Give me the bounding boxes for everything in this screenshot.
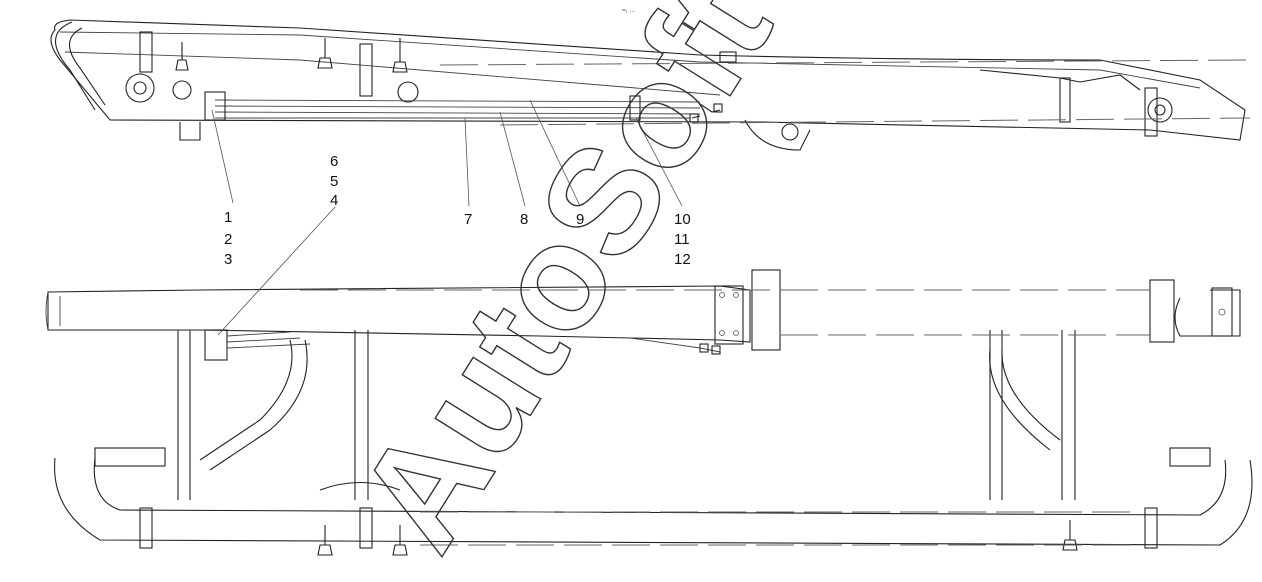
callout-6: 6 [330, 153, 338, 170]
callout-1: 1 [224, 209, 232, 226]
callout-10: 10 [674, 211, 691, 228]
callout-3: 3 [224, 251, 232, 268]
lower-frame-view [45, 269, 1253, 556]
callout-11: 11 [674, 231, 690, 248]
callout-12: 12 [674, 251, 691, 268]
leader-lines [211, 99, 683, 336]
header-mark: =₁ … [622, 8, 635, 14]
callout-9: 9 [576, 211, 584, 228]
callout-4: 4 [330, 192, 338, 209]
upper-boom-view [50, 19, 1251, 151]
callout-2: 2 [224, 231, 232, 248]
callout-5: 5 [330, 173, 338, 190]
callout-8: 8 [520, 211, 528, 228]
callout-7: 7 [464, 211, 472, 228]
callout-labels: 1 2 3 4 5 6 7 8 9 10 11 12 [224, 153, 691, 268]
